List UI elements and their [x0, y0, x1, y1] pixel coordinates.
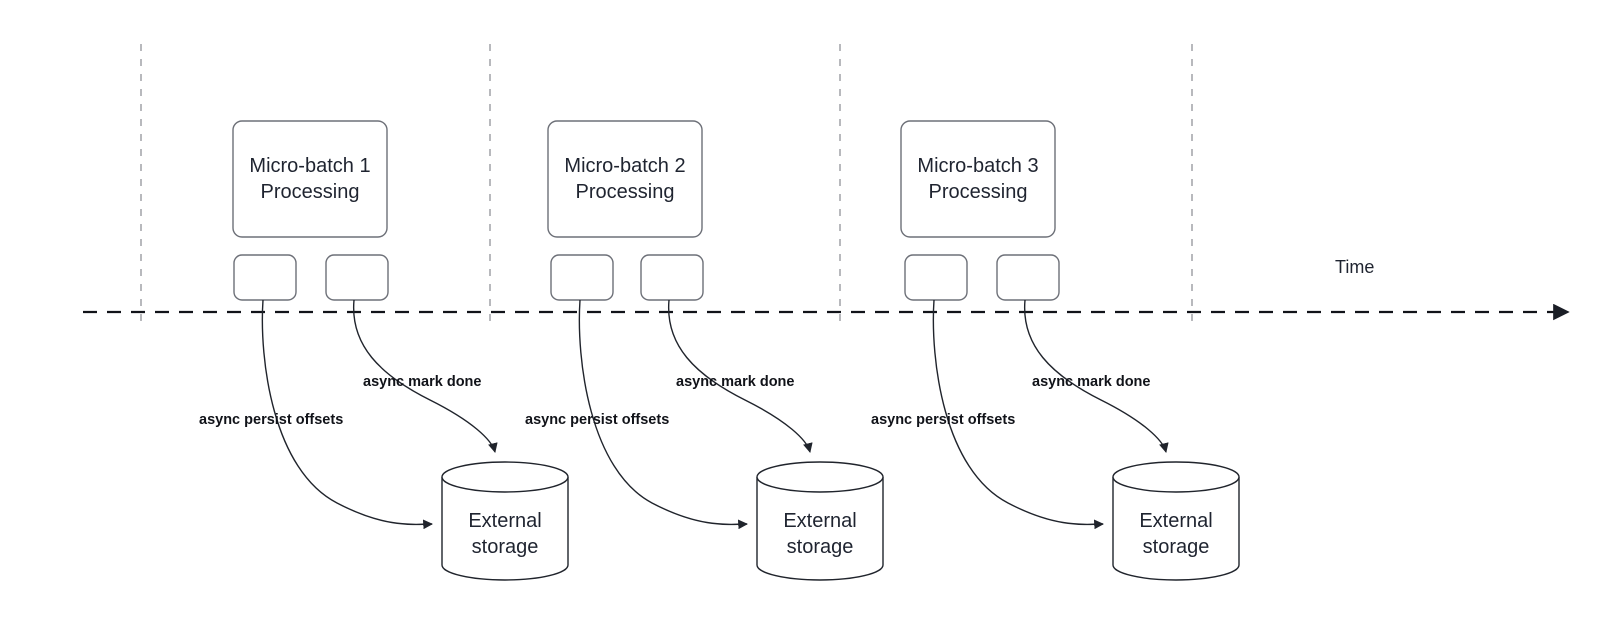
external-storage-3-label-line2: storage [1143, 536, 1210, 558]
micro-batch-2-task-box-2[interactable] [640, 254, 704, 301]
micro-batch-1-label-line1: Micro-batch 1 [249, 155, 370, 177]
micro-batch-1-task-box-2[interactable] [325, 254, 389, 301]
micro-batch-1-label-line2: Processing [261, 181, 360, 203]
micro-batch-1-mark-done-label: async mark done [363, 374, 481, 390]
time-axis-label: Time [1335, 257, 1374, 277]
external-storage-1-label-line1: External [468, 510, 541, 532]
micro-batch-3-task-box-1[interactable] [904, 254, 968, 301]
external-storage-cylinder-2[interactable]: External storage [756, 461, 884, 581]
micro-batch-2-persist-offsets-label: async persist offsets [525, 412, 669, 428]
micro-batch-2-task-box-1[interactable] [550, 254, 614, 301]
group-2: Micro-batch 2 Processing async persist o… [525, 120, 884, 581]
micro-batch-3-task-box-2[interactable] [996, 254, 1060, 301]
micro-batch-3-persist-offsets-edge [932, 299, 1104, 530]
micro-batch-3-label-line1: Micro-batch 3 [917, 155, 1038, 177]
micro-batch-2-mark-done-label: async mark done [676, 374, 794, 390]
external-storage-cylinder-1[interactable]: External storage [441, 461, 569, 581]
micro-batch-1-mark-done-edge [353, 299, 498, 453]
micro-batch-1-box[interactable] [232, 120, 388, 238]
group-1: Micro-batch 1 Processing async persist o… [199, 120, 569, 581]
micro-batch-2-mark-done-edge [668, 299, 813, 453]
micro-batch-1-persist-offsets-label: async persist offsets [199, 412, 343, 428]
micro-batch-3-box[interactable] [900, 120, 1056, 238]
group-3: Micro-batch 3 Processing async persist o… [871, 120, 1240, 581]
micro-batch-1-task-box-1[interactable] [233, 254, 297, 301]
external-storage-2-label-line1: External [783, 510, 856, 532]
external-storage-2-label-line2: storage [787, 536, 854, 558]
external-storage-1-label-line2: storage [472, 536, 539, 558]
micro-batch-2-persist-offsets-edge [578, 299, 748, 530]
external-storage-cylinder-3[interactable]: External storage [1112, 461, 1240, 581]
timeline-tick-separators [140, 44, 1193, 326]
micro-batch-3-label-line2: Processing [929, 181, 1028, 203]
micro-batch-3-persist-offsets-label: async persist offsets [871, 412, 1015, 428]
time-axis: Time [83, 257, 1570, 321]
micro-batch-2-box[interactable] [547, 120, 703, 238]
micro-batch-1-persist-offsets-edge [261, 299, 433, 530]
micro-batch-3-mark-done-label: async mark done [1032, 374, 1150, 390]
external-storage-3-label-line1: External [1139, 510, 1212, 532]
micro-batch-2-label-line2: Processing [576, 181, 675, 203]
micro-batch-3-mark-done-edge [1024, 299, 1169, 453]
micro-batch-2-label-line1: Micro-batch 2 [564, 155, 685, 177]
